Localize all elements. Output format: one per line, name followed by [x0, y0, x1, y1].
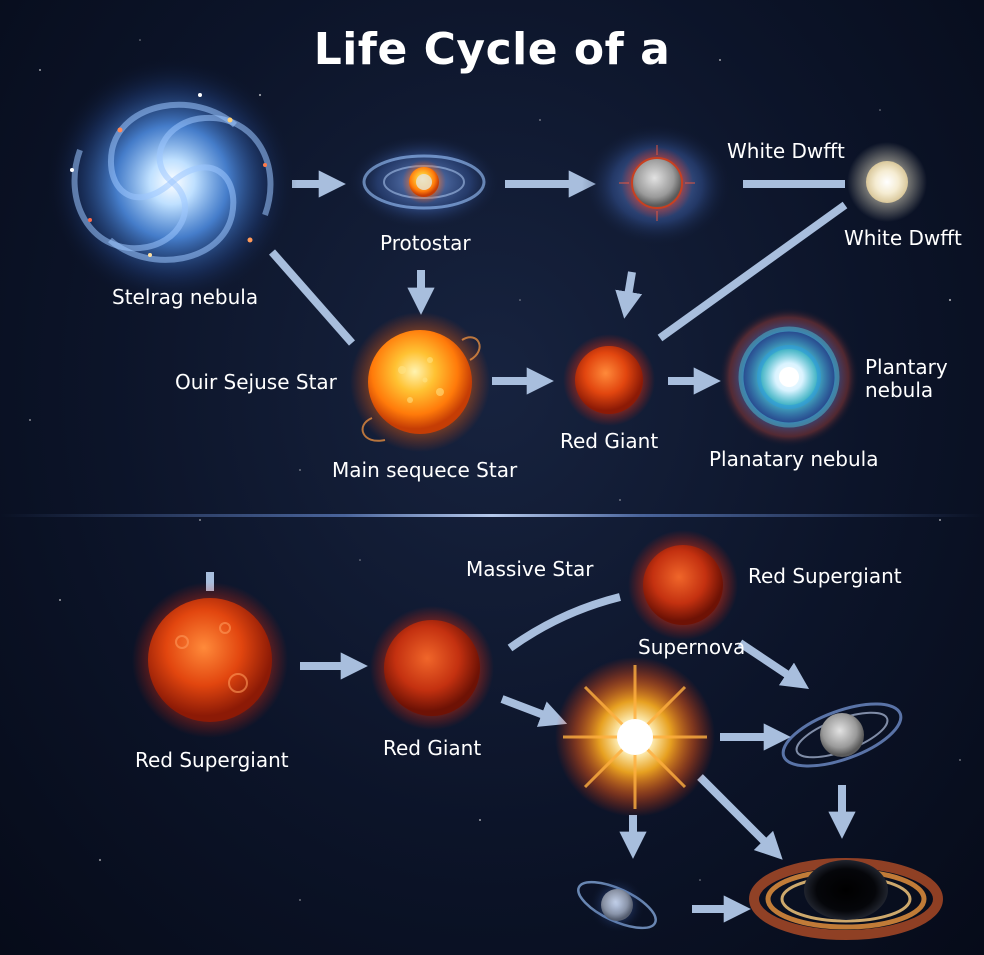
white-dwarf-remnant-icon: [577, 877, 657, 933]
label-supernova: Supernova: [638, 635, 746, 659]
red-giant-icon-bottom: [370, 606, 494, 730]
line-nebula-to-main-sequence: [268, 249, 356, 346]
arrow-supergiant-to-neutron: [737, 639, 810, 690]
neutron-star-icon: [781, 702, 903, 768]
label-red-giant-top: Red Giant: [560, 429, 659, 453]
curve-red-giant-to-massive: [507, 593, 621, 652]
white-dwarf-icon: [847, 142, 927, 222]
label-stellar-nebula: Stelrag nebula: [112, 285, 259, 309]
label-massive-star: Massive Star: [466, 557, 594, 581]
label-protostar: Protostar: [380, 231, 471, 255]
black-hole-icon: [749, 858, 943, 940]
label-white-dwarf-right: White Dwfft: [844, 226, 962, 250]
label-our-star: Ouir Sejuse Star: [175, 370, 337, 394]
massive-red-supergiant-icon: [628, 530, 738, 640]
label-red-supergiant-right: Red Supergiant: [748, 564, 902, 588]
label-red-supergiant-left: Red Supergiant: [135, 748, 289, 772]
label-plantary-nebula: Plantary nebula: [865, 355, 948, 402]
label-planatary-nebula: Planatary nebula: [709, 447, 879, 471]
arrows: [206, 170, 856, 923]
protostar-icon: [346, 134, 502, 230]
arrow-supernova-to-blackhole: [697, 774, 783, 860]
label-red-giant-bottom: Red Giant: [383, 736, 482, 760]
label-main-sequence-star: Main sequece Star: [332, 458, 518, 482]
line-red-giant-to-white-dwarf: [657, 201, 848, 342]
label-white-dwarf-top: White Dwfft: [727, 139, 845, 163]
supernova-icon: [555, 657, 715, 817]
red-supergiant-icon-left: [132, 582, 288, 738]
background-stars: [29, 39, 961, 901]
arrow-red-giant-to-supernova: [500, 695, 568, 727]
stellar-nebula-icon: [47, 57, 297, 307]
planetary-nebula-icon: [719, 307, 859, 447]
red-giant-icon-top: [563, 334, 655, 426]
main-sequence-star-icon: [350, 312, 490, 452]
arrow-cloud-down: [615, 271, 643, 319]
collapsing-cloud-icon: [582, 123, 732, 247]
page-title: Life Cycle of a: [313, 24, 671, 75]
section-divider: [0, 514, 984, 517]
